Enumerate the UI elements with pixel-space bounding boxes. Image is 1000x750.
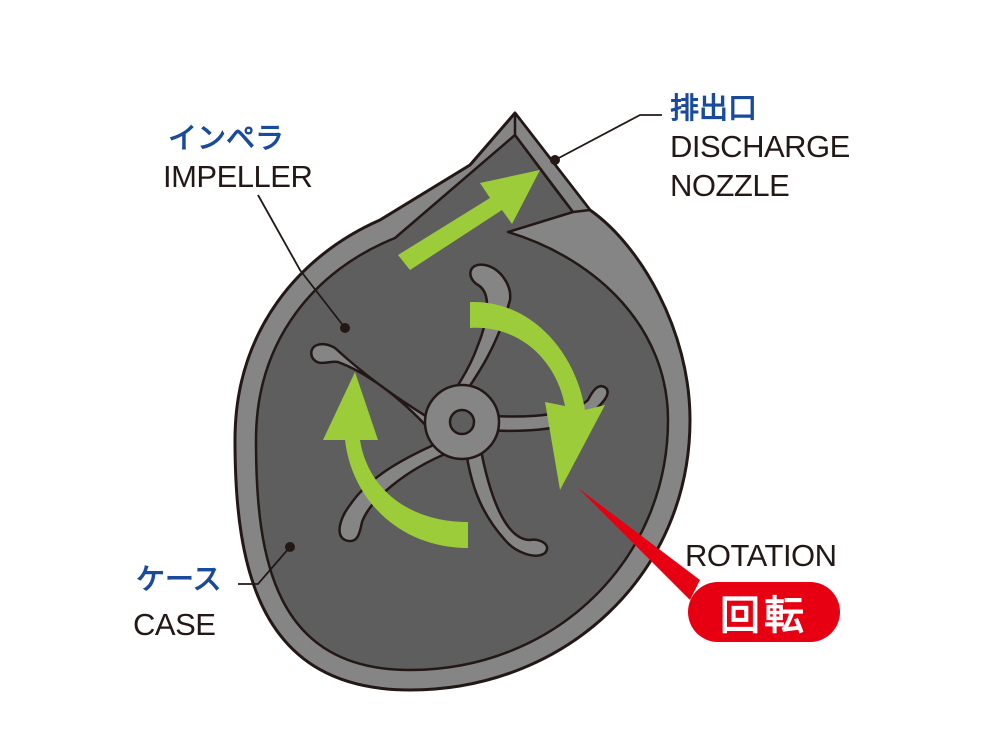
impeller-blade-top — [438, 263, 512, 414]
discharge-flow-arrow — [398, 170, 540, 270]
flow-arrows — [323, 170, 605, 548]
impeller-shaft — [448, 408, 476, 436]
case-label-jp: ケース — [136, 562, 222, 596]
impeller-leader-dot — [340, 323, 350, 333]
case-leader-dot — [285, 542, 295, 552]
discharge-leader-line — [554, 114, 662, 161]
discharge-leader-dot — [550, 155, 560, 165]
impeller-blade-bottom — [463, 443, 549, 557]
rotation-badge-jp: 回転 — [688, 582, 840, 642]
impeller-blade-left — [310, 342, 434, 432]
leader-lines — [238, 114, 662, 585]
impeller-leader-line — [257, 194, 346, 329]
leader-dots — [285, 155, 560, 552]
impeller-label-en: IMPELLER — [163, 159, 313, 194]
rotation-callout-pointer — [578, 488, 700, 600]
discharge-label-en-line2: NOZZLE — [670, 168, 790, 203]
rotation-label-en: ROTATION — [685, 538, 837, 573]
discharge-label-jp: 排出口 — [670, 91, 758, 125]
case-label-en: CASE — [133, 607, 216, 642]
rotation-arrow-right — [470, 301, 605, 490]
impeller-label-jp: インペラ — [168, 121, 285, 155]
case-leader-line — [238, 546, 291, 585]
rotation-arrow-left — [323, 372, 468, 548]
discharge-label-en-line1: DISCHARGE — [670, 129, 850, 164]
